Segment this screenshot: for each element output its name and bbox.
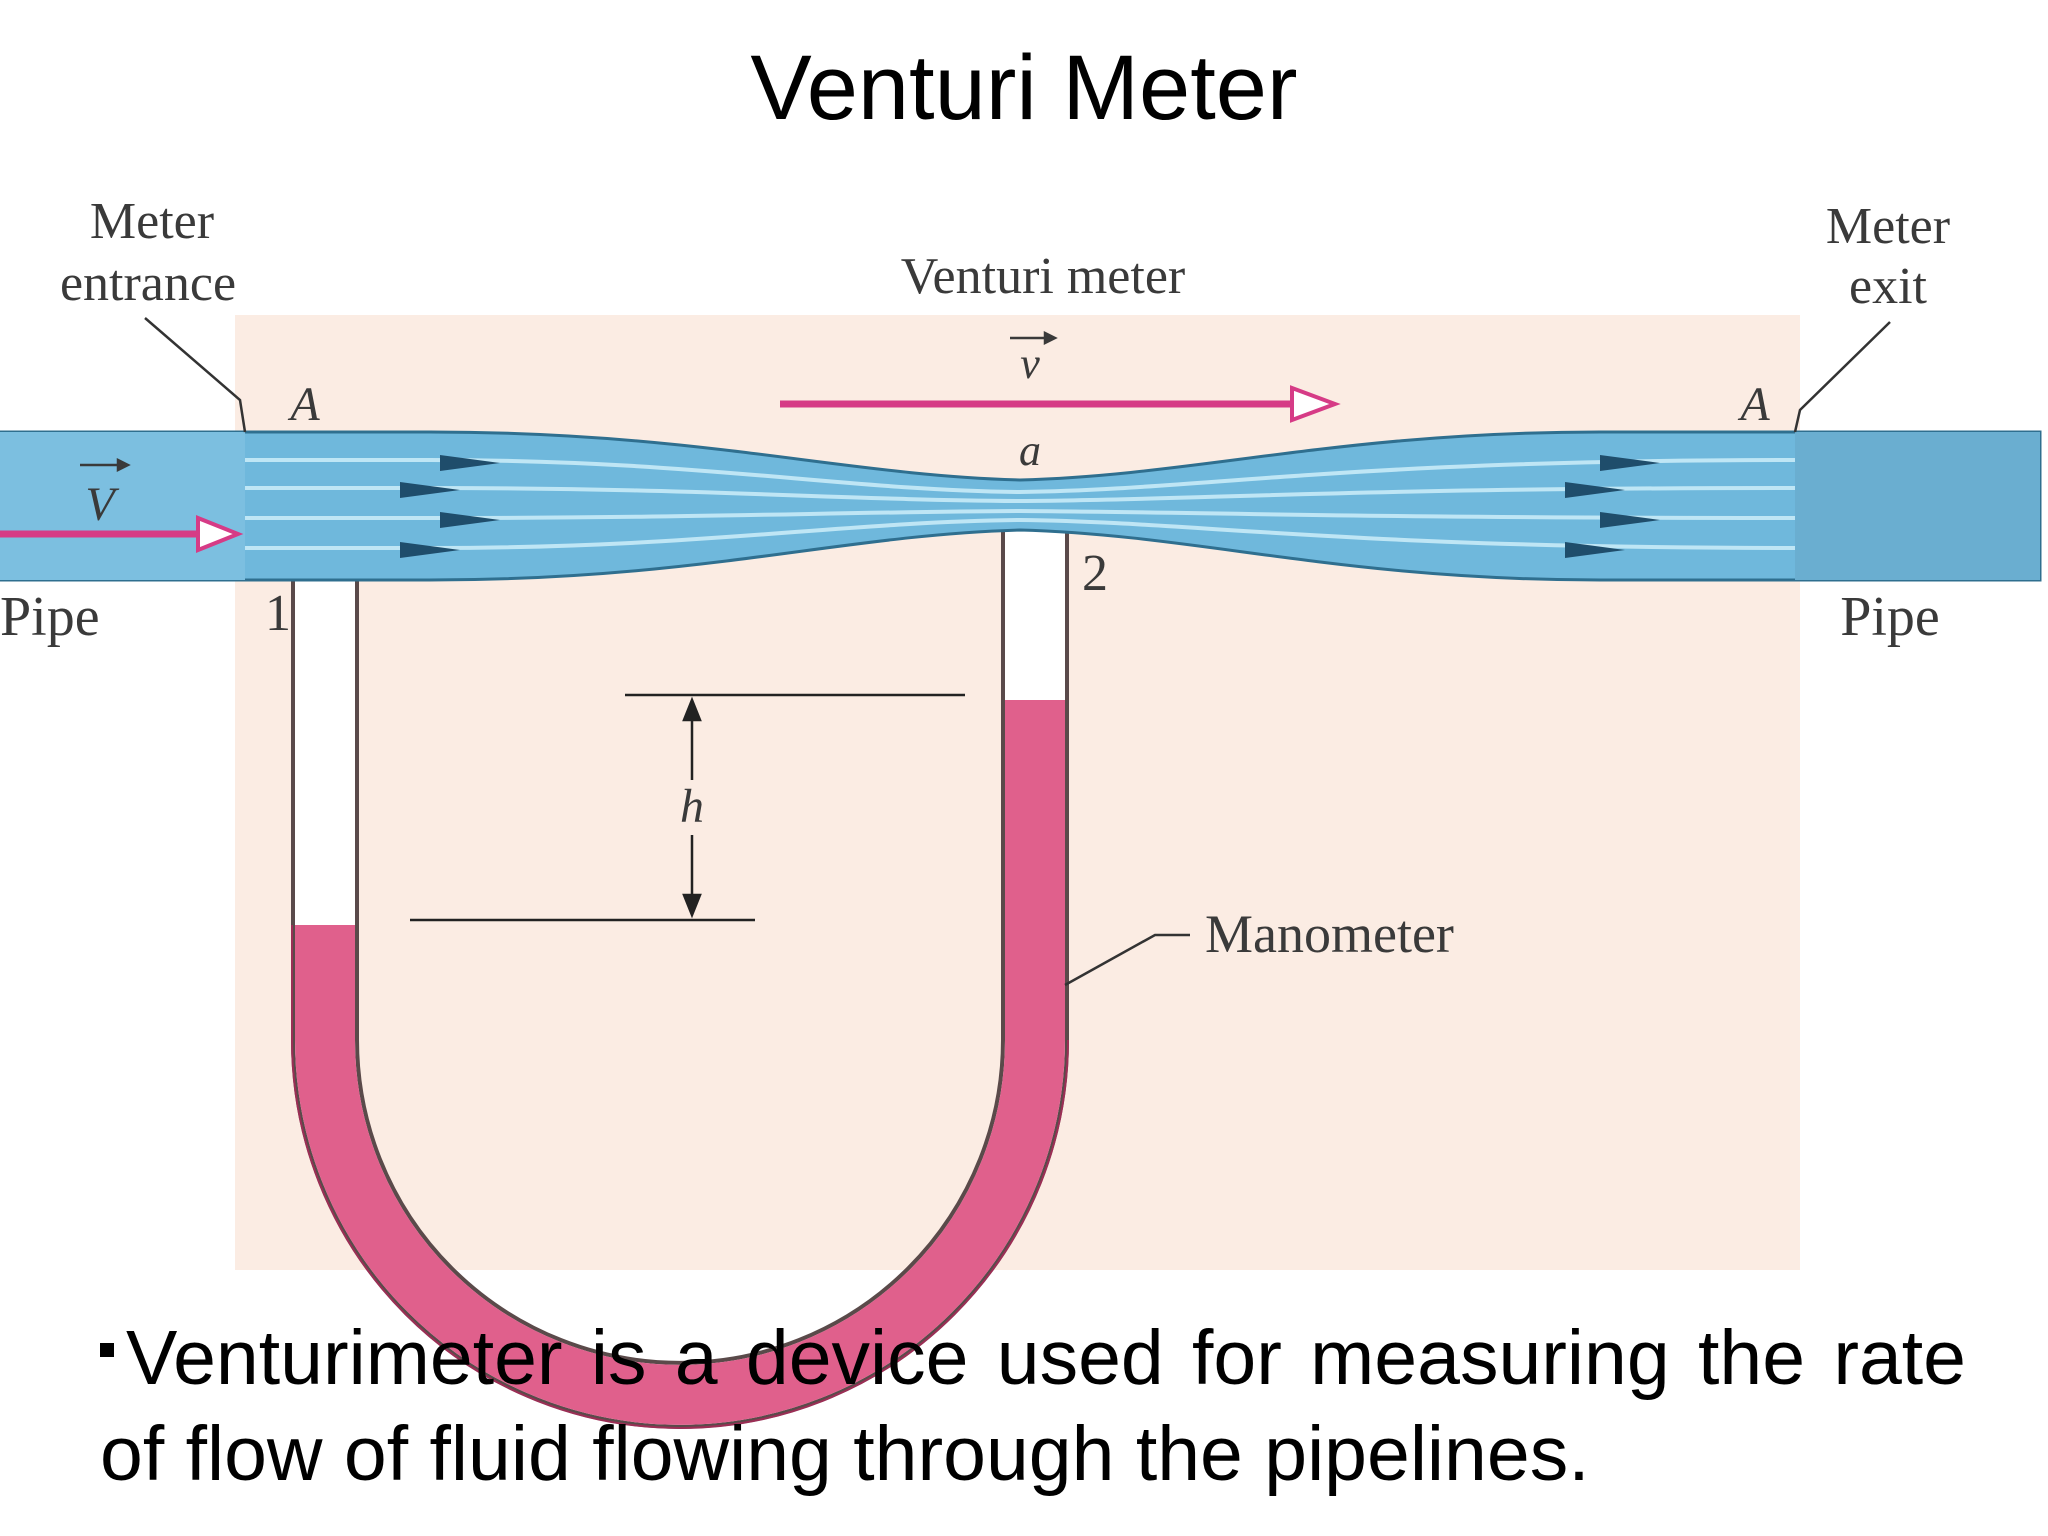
- pipe-left-label: Pipe: [0, 586, 100, 648]
- pipe-right-section: [1795, 432, 2040, 580]
- meter-exit-leader: [1793, 321, 1891, 433]
- flow-arrow: [440, 455, 500, 471]
- meter-entrance-label-line1: Meter: [90, 193, 214, 250]
- caption-text: Venturimeter is a device used for measur…: [100, 1315, 1966, 1497]
- flow-arrow: [1565, 542, 1625, 558]
- flow-arrow: [1600, 455, 1660, 471]
- manometer-leader: [1064, 933, 1190, 987]
- area-left-label: A: [287, 378, 320, 431]
- bullet-icon: [100, 1342, 114, 1357]
- area-throat-label: a: [1019, 426, 1041, 475]
- manometer-label: Manometer: [1205, 904, 1454, 964]
- flow-arrow: [440, 512, 500, 528]
- flow-arrow: [400, 542, 460, 558]
- manometer-fluid: [295, 700, 1065, 1425]
- meter-exit-label-line1: Meter: [1826, 198, 1950, 255]
- manometer-tube: [291, 528, 1069, 1429]
- meter-entrance-label-line2: entrance: [60, 255, 236, 312]
- caption: Venturimeter is a device used for measur…: [100, 1310, 1966, 1502]
- meter-exit-label-line2: exit: [1849, 258, 1928, 315]
- throat-velocity-arrow: [780, 385, 1341, 423]
- point-2-label: 2: [1082, 545, 1108, 602]
- inlet-velocity-label: V: [85, 478, 119, 531]
- flow-arrow: [400, 482, 460, 498]
- meter-entrance-leader: [144, 317, 247, 433]
- slide-title: Venturi Meter: [750, 37, 1298, 139]
- point-1-label: 1: [265, 585, 291, 642]
- pipe-right-label: Pipe: [1840, 586, 1940, 648]
- height-label: h: [680, 780, 704, 833]
- venturi-meter-label: Venturi meter: [901, 248, 1185, 305]
- leader-lines: [144, 317, 1891, 987]
- vector-bars: [80, 330, 1058, 473]
- flow-arrow: [1565, 482, 1625, 498]
- throat-velocity-label: v: [1020, 339, 1040, 388]
- flow-arrows: [400, 455, 1660, 558]
- height-dimension: [410, 693, 965, 922]
- flow-arrow: [1600, 512, 1660, 528]
- streamlines: [245, 458, 1796, 550]
- area-right-label: A: [1737, 378, 1770, 431]
- inlet-velocity-arrow: [0, 515, 244, 553]
